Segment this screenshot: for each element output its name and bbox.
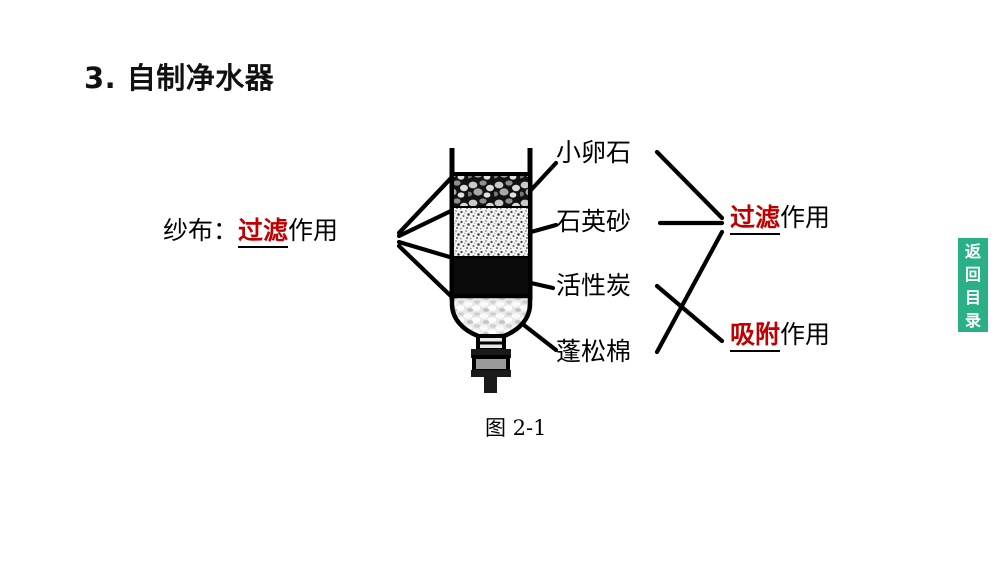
leader-lines-right <box>654 149 725 355</box>
bottle-cap <box>471 349 511 377</box>
layer-pebble <box>454 174 528 208</box>
label-gauze-prefix: 纱布： <box>163 216 239 245</box>
label-filter-effect-suffix: 作用 <box>780 203 831 232</box>
label-gauze-effect: 过滤 <box>238 216 289 248</box>
return-to-contents-button[interactable]: 返 回 目 录 <box>958 238 988 332</box>
layer-activated-carbon <box>454 258 528 296</box>
label-fluffy-cotton: 蓬松棉 <box>556 337 632 366</box>
page-title: 3. 自制净水器 <box>84 61 275 95</box>
bottle-spout <box>484 377 497 393</box>
label-quartz-sand: 石英砂 <box>556 207 632 236</box>
label-filter-effect: 过滤作用 <box>730 203 831 235</box>
label-gauze: 纱布：过滤作用 <box>163 216 339 248</box>
label-adsorb-effect: 吸附作用 <box>730 320 831 352</box>
figure-caption: 图 2-1 <box>485 416 547 440</box>
label-adsorb-effect-suffix: 作用 <box>780 320 831 349</box>
bottle-neck <box>476 334 506 352</box>
layer-quartz-sand <box>454 208 528 258</box>
return-char-1: 返 <box>964 242 981 261</box>
label-gauze-suffix: 作用 <box>288 216 339 245</box>
label-activated-carbon: 活性炭 <box>556 271 632 300</box>
bottle-assembly <box>449 148 533 393</box>
return-char-4: 录 <box>964 311 981 330</box>
label-filter-effect-keyword: 过滤 <box>730 203 781 235</box>
return-char-3: 目 <box>964 288 981 307</box>
return-char-2: 回 <box>964 265 981 284</box>
label-pebble: 小卵石 <box>556 138 632 167</box>
leader-lines-center <box>517 160 559 353</box>
leader-lines-left <box>396 173 458 303</box>
label-adsorb-effect-keyword: 吸附 <box>730 320 781 352</box>
layer-fluffy-cotton <box>449 293 533 341</box>
